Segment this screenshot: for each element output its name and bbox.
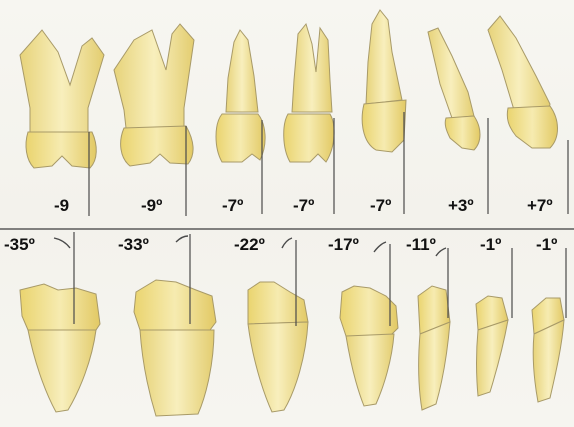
upper-tooth-3 [216,30,265,214]
upper-tooth-7 [488,16,568,214]
upper-angle-label-6: +3º [448,197,474,214]
upper-angle-label-1: -9 [54,197,69,214]
upper-tooth-4 [284,24,334,214]
lower-tooth-3 [248,238,308,412]
lower-angle-label-6: -1º [480,236,501,253]
upper-tooth-6 [428,28,488,214]
upper-tooth-2 [114,24,194,216]
upper-angle-label-5: -7º [370,197,391,214]
upper-angle-label-3: -7º [222,197,243,214]
lower-tooth-1 [20,232,100,412]
lower-tooth-6 [476,248,512,396]
upper-angle-label-7: +7º [527,197,553,214]
lower-tooth-7 [532,248,566,402]
lower-angle-label-2: -33º [118,236,149,253]
upper-tooth-1 [20,30,104,216]
lower-angle-label-7: -1º [536,236,557,253]
lower-angle-label-4: -17º [328,236,359,253]
upper-tooth-5 [362,10,406,214]
lower-tooth-5 [418,248,450,410]
lower-tooth-2 [134,234,216,416]
lower-angle-label-1: -35º [4,236,35,253]
upper-angle-label-4: -7º [293,197,314,214]
lower-angle-label-5: -11º [406,236,436,253]
lower-tooth-4 [340,242,398,406]
upper-angle-label-2: -9º [141,197,162,214]
lower-angle-label-3: -22º [234,236,265,253]
